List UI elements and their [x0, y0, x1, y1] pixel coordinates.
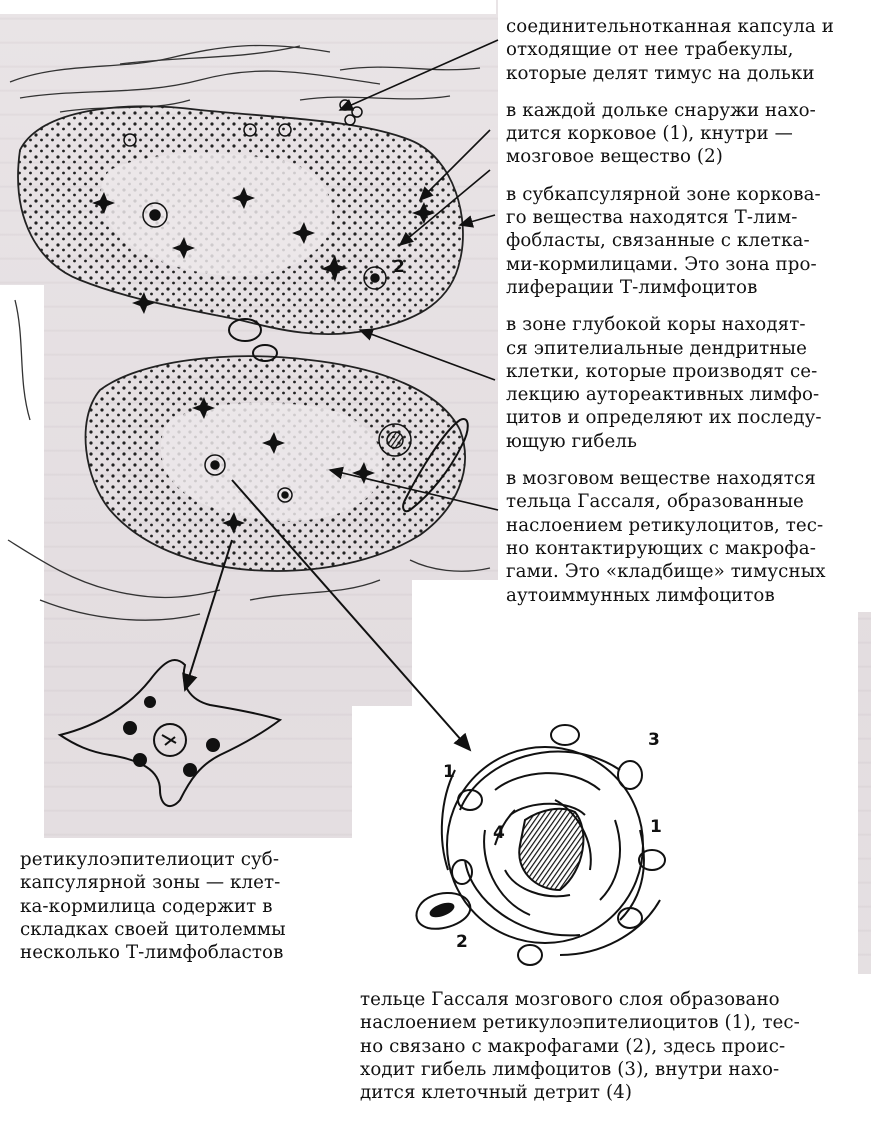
text-line: го вещества находятся Т-лим- — [506, 207, 798, 229]
text-line: тельце Гассаля мозгового слоя образовано — [360, 989, 780, 1010]
round-cells — [123, 99, 412, 503]
text-line: тельца Гассаля, образованные — [506, 491, 804, 513]
text-line: мозговое вещество (2) — [506, 146, 723, 168]
text-line: но связано с макрофагами (2), здесь прои… — [360, 1035, 786, 1057]
text-line: ходит гибель лимфоцитов (3), внутри нахо… — [360, 1058, 780, 1080]
label-lobule-medulla: 2 — [393, 257, 405, 277]
text-line: ми-кормилицами. Это зона про- — [506, 253, 817, 275]
text-line: лиферации Т-лимфоцитов — [506, 276, 758, 298]
text-line: соединительнотканная капсула и — [506, 16, 834, 37]
vessel-elongated — [402, 418, 469, 513]
label-hassal-4: 4 — [493, 823, 505, 843]
label-hassal-1b: 1 — [650, 817, 662, 837]
star-cells — [92, 187, 435, 534]
text-line: ющую гибель — [506, 430, 637, 452]
text-line: наслоением ретикулоэпителиоцитов (1), те… — [360, 1012, 800, 1034]
text-line: но контактирующих с макрофа- — [506, 537, 816, 559]
text-line: фобласты, связанные с клетка- — [506, 230, 810, 252]
text-line: клетки, которые производят се- — [506, 360, 818, 382]
label-hassal-1a: 1 — [443, 762, 455, 782]
label-hassal-3: 3 — [648, 730, 660, 750]
text-line: ретикулоэпителиоцит суб- — [20, 849, 280, 870]
nurse-cell — [57, 659, 283, 808]
bottom-caption: тельце Гассаля мозгового слоя образовано… — [360, 988, 858, 1104]
vessel-2 — [252, 344, 278, 362]
text-line: в субкапсулярной зоне коркова- — [506, 183, 821, 205]
text-line: несколько Т-лимфобластов — [20, 942, 284, 964]
text-line: капсулярной зоны — клет- — [20, 872, 281, 894]
text-line: ся эпителиальные дендритные — [506, 337, 807, 359]
text-line: в каждой дольке снаружи нахо- — [506, 99, 816, 121]
right-column-text: соединительнотканная капсула и отходящие… — [506, 15, 858, 607]
text-line: в зоне глубокой коры находят- — [506, 314, 806, 336]
text-line: дится корковое (1), кнутри — — [506, 123, 793, 145]
text-line: наслоением ретикулоцитов, тес- — [506, 514, 824, 536]
text-line: которые делят тимус на дольки — [506, 62, 815, 84]
left-caption: ретикулоэпителиоцит суб- капсулярной зон… — [20, 848, 340, 964]
vessel-1 — [228, 318, 262, 342]
white-region-left-caption — [0, 838, 352, 1121]
white-region-right-text — [498, 0, 871, 612]
white-region-top-left — [0, 0, 496, 14]
text-line: ка-кормилица содержит в — [20, 895, 273, 917]
text-line: аутоиммунных лимфоцитов — [506, 584, 775, 606]
text-line: складках своей цитолеммы — [20, 918, 286, 940]
text-line: в мозговом веществе находятся — [506, 468, 816, 490]
text-line: гами. Это «кладбище» тимусных — [506, 561, 826, 583]
white-region-bottom-caption — [352, 974, 871, 1121]
text-line: лекцию аутореактивных лимфо- — [506, 384, 820, 406]
white-region-left-margin — [0, 285, 44, 845]
text-line: дится клеточный детрит (4) — [360, 1082, 633, 1104]
label-hassal-2: 2 — [456, 932, 468, 952]
text-line: цитов и определяют их последу- — [506, 407, 822, 429]
hassal-body — [415, 724, 666, 966]
text-line: отходящие от нее трабекулы, — [506, 39, 794, 61]
